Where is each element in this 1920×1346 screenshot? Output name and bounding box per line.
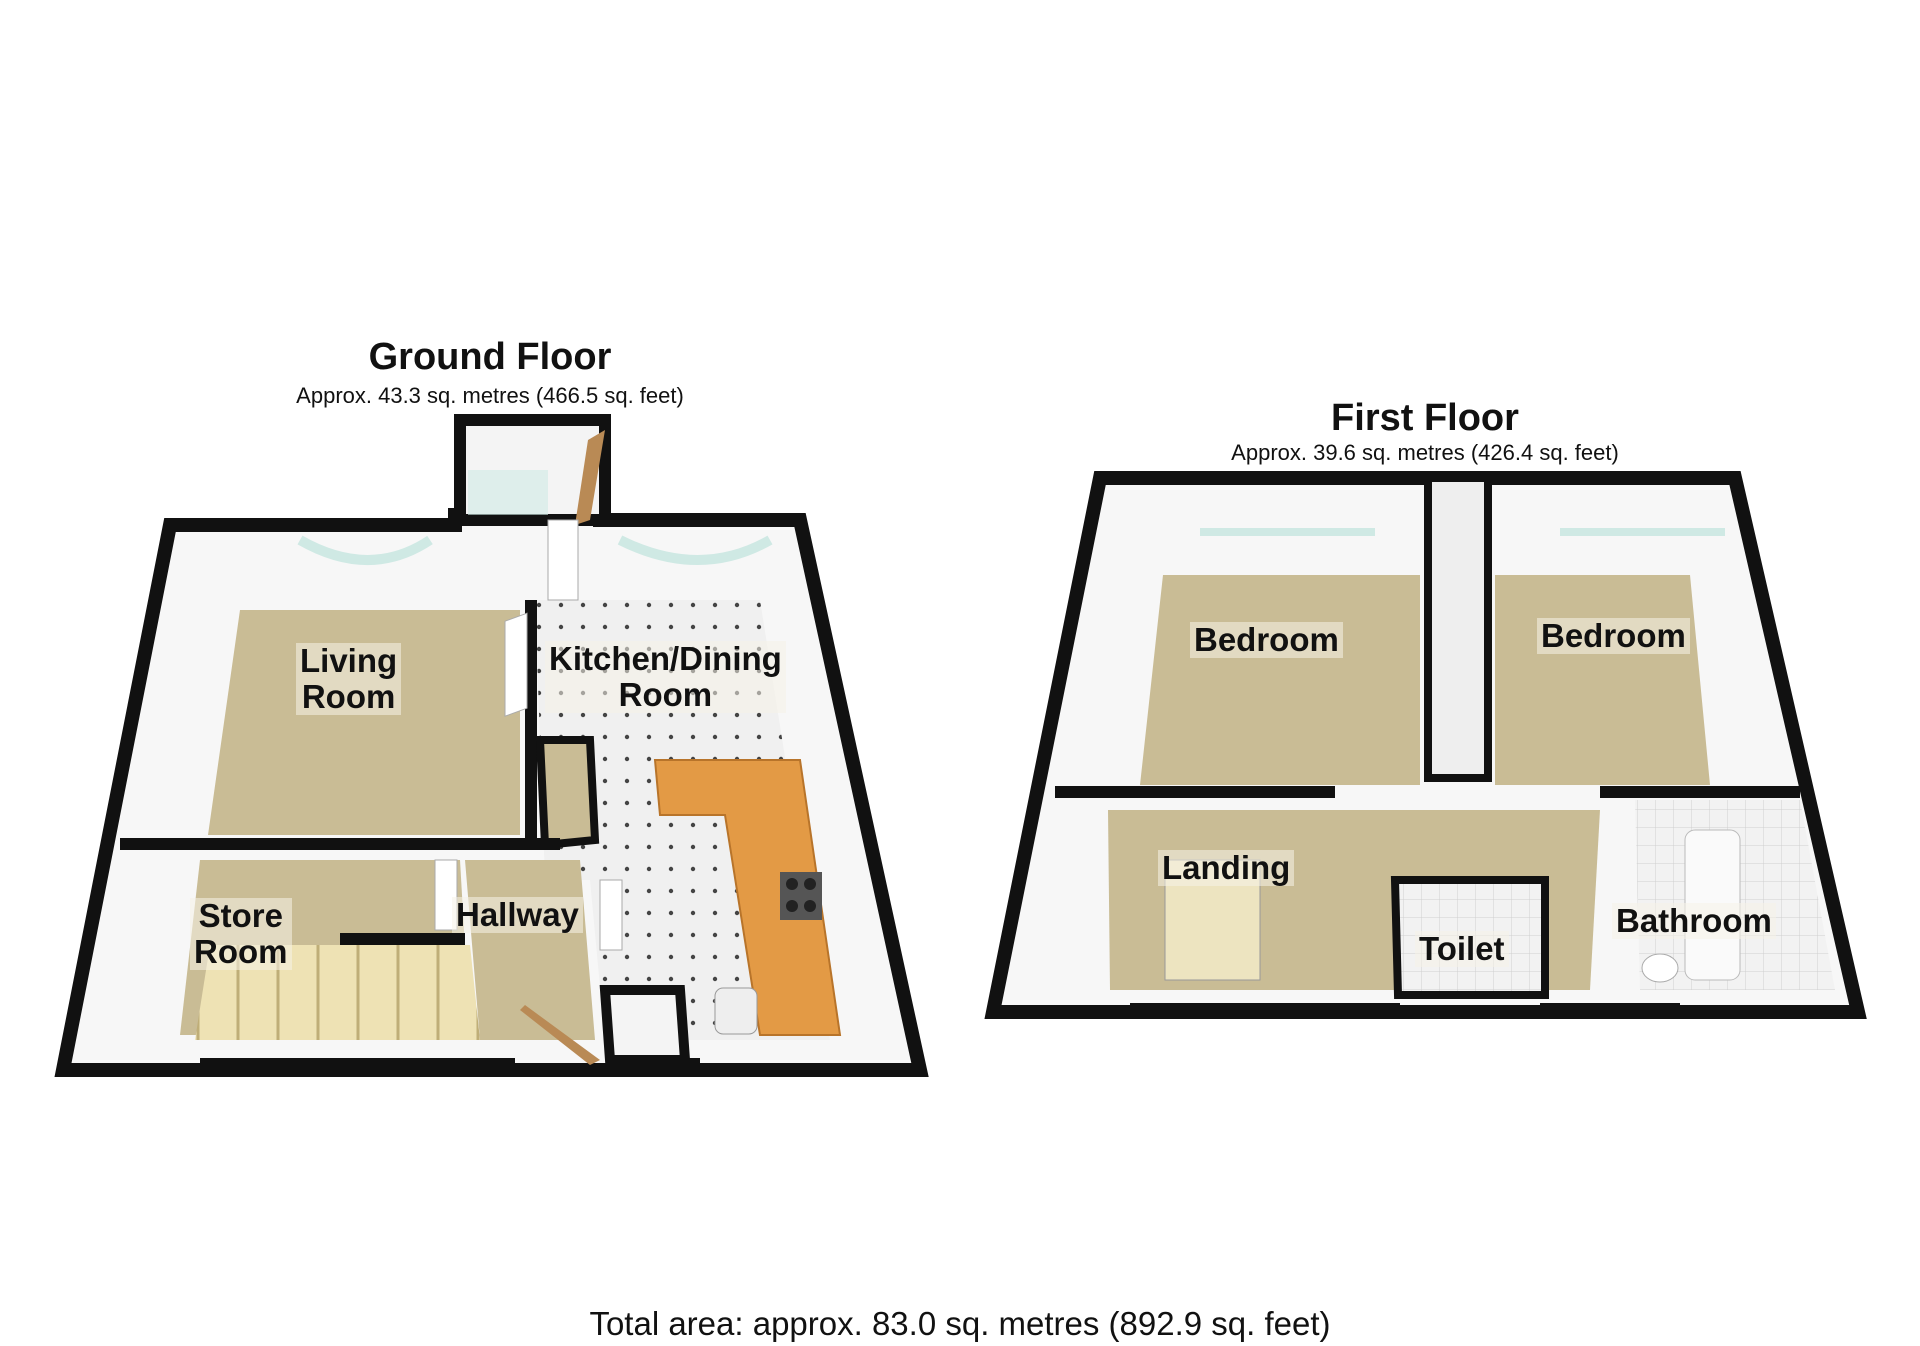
door-store bbox=[434, 859, 458, 931]
hob-icon bbox=[780, 872, 822, 920]
bathroom-label: Bathroom bbox=[1612, 903, 1776, 939]
store-room-label: Store Room bbox=[190, 898, 292, 970]
ff-front-wall-left bbox=[1130, 1003, 1400, 1019]
front-wall-mid bbox=[610, 1058, 700, 1074]
porch-window bbox=[468, 470, 548, 515]
wall-bath-top bbox=[1600, 786, 1800, 798]
basin-icon bbox=[1641, 953, 1679, 983]
landing-label: Landing bbox=[1158, 850, 1295, 886]
first-floor-title: First Floor bbox=[1331, 397, 1519, 439]
front-door bbox=[520, 1005, 600, 1065]
toilet-label: Toilet bbox=[1415, 931, 1509, 967]
first-floor-area: Approx. 39.6 sq. metres (426.4 sq. feet) bbox=[1231, 440, 1619, 465]
hallway-label: Hallway bbox=[452, 897, 583, 933]
total-area: Total area: approx. 83.0 sq. metres (892… bbox=[589, 1305, 1331, 1342]
bedroom-right-label: Bedroom bbox=[1537, 618, 1690, 654]
kitchen-dining-label: Kitchen/Dining Room bbox=[545, 641, 786, 713]
bedroom-left-label: Bedroom bbox=[1190, 622, 1343, 658]
wall-landing-top bbox=[1055, 786, 1335, 798]
bedroom-right-window bbox=[1560, 528, 1725, 536]
central-cupboards bbox=[1424, 474, 1492, 782]
stair-wall bbox=[340, 933, 465, 945]
wall-living-kitchen bbox=[525, 600, 537, 845]
cloakroom bbox=[599, 985, 691, 1065]
front-wall-left bbox=[200, 1058, 515, 1074]
door-living bbox=[504, 612, 528, 717]
kitchen-bay-window bbox=[617, 535, 773, 565]
ground-floor-title: Ground Floor bbox=[368, 336, 612, 378]
bedroom-left-floor bbox=[1140, 575, 1420, 785]
door-kitchen-porch bbox=[547, 519, 579, 601]
kitchen-worktop bbox=[653, 759, 842, 1036]
under-stairs-cupboard bbox=[535, 736, 600, 850]
ground-floor-plan bbox=[54, 414, 929, 1077]
ff-front-wall-right bbox=[1540, 1003, 1680, 1019]
living-room-label: Living Room bbox=[296, 643, 402, 715]
ground-floor-area: Approx. 43.3 sq. metres (466.5 sq. feet) bbox=[296, 383, 684, 408]
door-kitchen-hall bbox=[599, 879, 623, 951]
bedroom-right-floor bbox=[1495, 575, 1710, 785]
bedroom-left-window bbox=[1200, 528, 1375, 536]
wall-lower-cross bbox=[120, 838, 560, 850]
porch-door bbox=[575, 430, 605, 525]
sink-icon bbox=[714, 987, 758, 1035]
living-room-bay-window bbox=[297, 535, 433, 565]
living-room-floor bbox=[208, 610, 520, 835]
